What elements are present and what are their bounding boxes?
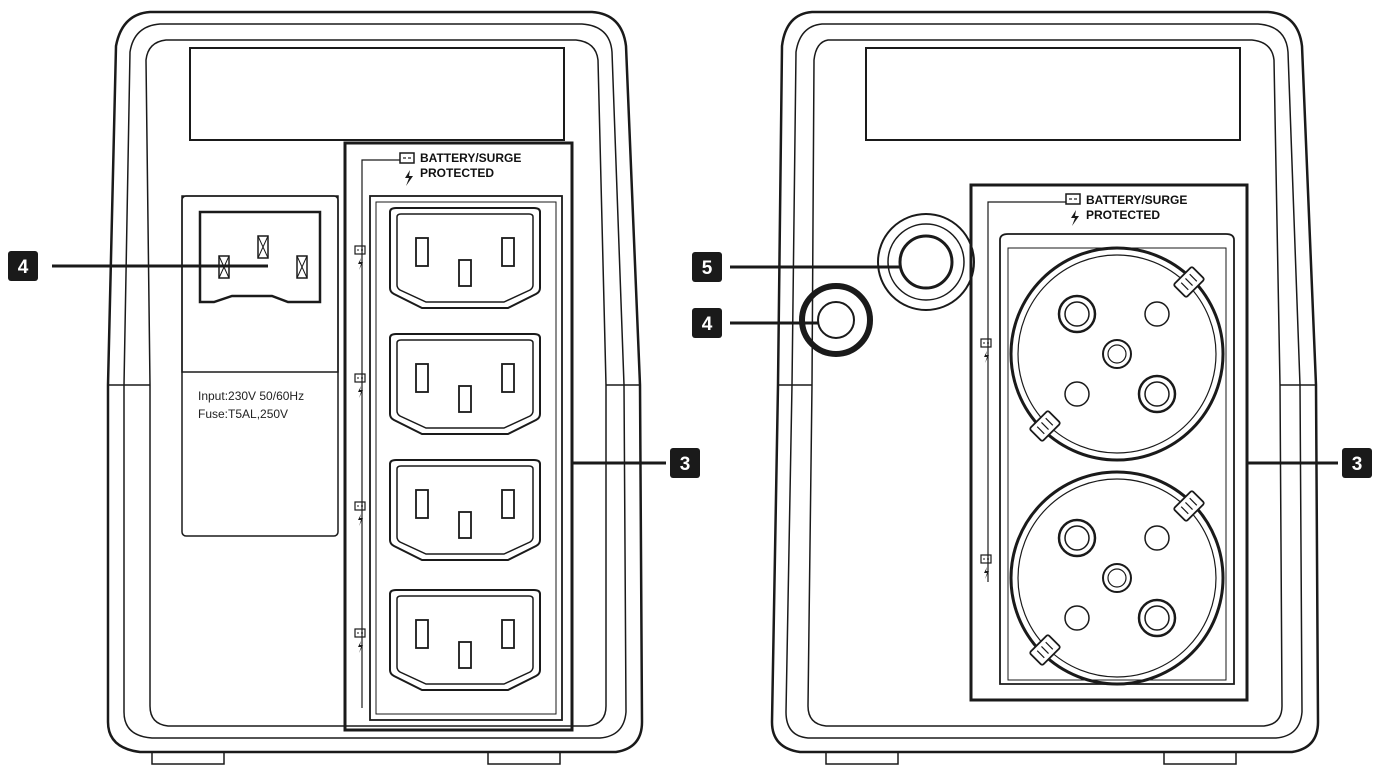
svg-text:5: 5 — [702, 258, 713, 279]
svg-text:3: 3 — [1352, 454, 1363, 475]
battery-icon — [1065, 193, 1081, 205]
callout-4-right: 4 — [692, 308, 722, 338]
right-unit-inner-body — [785, 23, 1303, 739]
right-outlet-group-highlight — [969, 183, 1249, 702]
battery-icon — [980, 338, 992, 364]
iec-outlet-3 — [389, 459, 541, 561]
battery-icon — [354, 245, 366, 271]
right-unit-outer-body — [770, 10, 1320, 754]
right-unit-top-display-window — [865, 47, 1241, 141]
svg-text:3: 3 — [680, 454, 691, 475]
schuko-outlet-1 — [1009, 246, 1225, 462]
right-unit-panel — [807, 39, 1283, 727]
protected-label-line1: BATTERY/SURGE — [1086, 193, 1187, 207]
left-ups-unit: Input:230V 50/60Hz Fuse:T5AL,250V BATTER… — [8, 10, 700, 765]
right-ups-unit: BATTERY/SURGE PROTECTED 5 4 3 — [692, 10, 1372, 765]
iec-outlet-4 — [389, 589, 541, 691]
left-unit-outer-body — [106, 10, 644, 754]
input-spec-text: Input:230V 50/60Hz — [198, 389, 304, 403]
surge-bolt-icon — [405, 170, 413, 186]
battery-icon — [354, 373, 366, 399]
battery-icon — [399, 152, 415, 164]
battery-icon — [354, 628, 366, 654]
schuko-outlet-2 — [1009, 470, 1225, 686]
svg-text:4: 4 — [18, 257, 29, 278]
iec-outlet-2 — [389, 333, 541, 435]
left-unit-inlet-housing — [181, 195, 339, 373]
left-outlet-group-highlight — [343, 141, 574, 732]
callout-5-right: 5 — [692, 252, 722, 282]
svg-text:4: 4 — [702, 314, 713, 335]
surge-bolt-icon — [1071, 210, 1079, 226]
left-unit-top-display-window — [189, 47, 565, 141]
protected-label-line1: BATTERY/SURGE — [420, 151, 521, 165]
callout-3-left: 3 — [670, 448, 700, 478]
left-unit-label-plate — [181, 195, 339, 537]
ac-input-socket — [799, 283, 873, 357]
left-unit-inner-body — [123, 23, 627, 739]
right-outlet-panel — [999, 233, 1235, 685]
circuit-breaker — [877, 213, 975, 311]
protected-label-line2: PROTECTED — [1086, 208, 1160, 222]
protected-label-line2: PROTECTED — [420, 166, 494, 180]
battery-icon — [354, 501, 366, 527]
left-outlet-panel — [369, 195, 563, 721]
callout-3-right: 3 — [1342, 448, 1372, 478]
iec-outlet-1 — [389, 207, 541, 309]
battery-icon — [980, 554, 992, 580]
ac-input-inlet — [198, 210, 322, 304]
callout-4-left: 4 — [8, 251, 38, 281]
left-unit-panel — [145, 39, 607, 727]
fuse-spec-text: Fuse:T5AL,250V — [198, 407, 288, 421]
